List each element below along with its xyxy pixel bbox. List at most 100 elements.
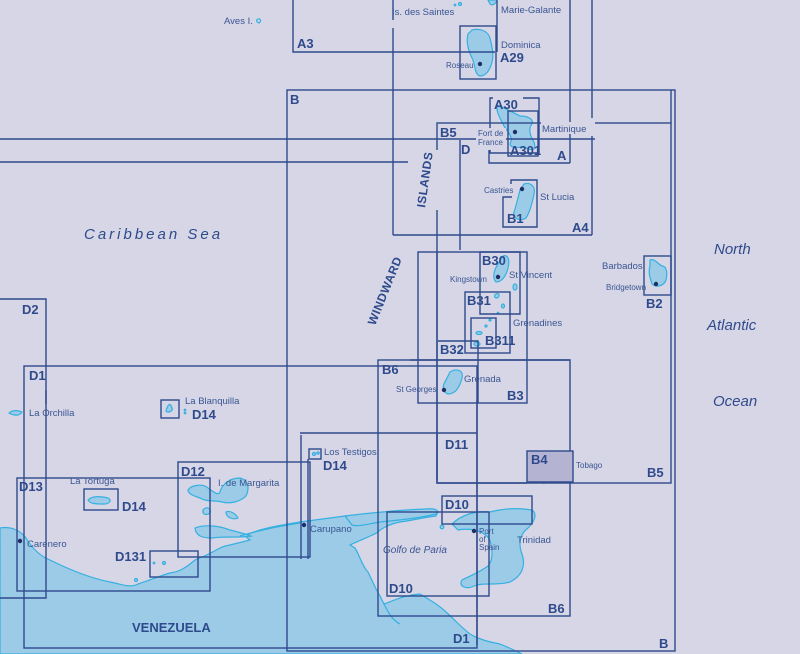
grenada-island — [442, 369, 463, 395]
coche-island — [202, 507, 211, 516]
bequia-island — [494, 292, 500, 299]
france-label: France — [478, 138, 503, 147]
carupano-city-dot — [301, 522, 307, 528]
grenadines-islet — [475, 330, 483, 336]
la-tortuga-island — [87, 496, 111, 505]
spain-label: Spain — [479, 543, 499, 552]
chart-d11-outline — [436, 433, 527, 484]
venezuela-mainland — [0, 510, 523, 654]
bridgetown-label: Bridgetown — [606, 283, 646, 292]
fort-de-france-city-dot — [512, 129, 518, 135]
chart-code-b32[interactable]: B32 — [440, 342, 464, 357]
bridgetown-city-dot — [653, 281, 659, 287]
dominica-island — [466, 28, 494, 77]
barbados-island — [648, 259, 668, 287]
chart-code-d2[interactable]: D2 — [22, 302, 39, 317]
chart-code-b[interactable]: B — [290, 92, 299, 107]
atlantic-label-atlantic: Atlantic — [706, 317, 757, 334]
tobago-label: Tobago — [576, 461, 603, 470]
kingstown-label: Kingstown — [450, 275, 487, 284]
st-georges-city-dot — [441, 387, 447, 393]
atlantic-label-ocean: Ocean — [713, 393, 757, 410]
marie-galante-label: Marie-Galante — [501, 5, 561, 16]
aves-label: Aves I. — [224, 16, 253, 27]
chart-code-d13[interactable]: D13 — [19, 479, 43, 494]
cariaco-coast — [239, 522, 301, 537]
islet — [439, 524, 445, 530]
trinidad-island — [451, 508, 536, 589]
la-blanquilla-island — [165, 403, 173, 413]
chart-code-b4[interactable]: B4 — [531, 452, 548, 467]
chart-code-d11[interactable]: D11 — [445, 437, 468, 452]
chart-b2-outline — [643, 255, 672, 296]
chart-code-b3[interactable]: B3 — [507, 388, 524, 403]
chart-code-a29[interactable]: A29 — [500, 50, 524, 65]
cubagua-island — [225, 510, 239, 520]
chart-b4-outline — [526, 450, 574, 483]
grenadines-islet — [484, 324, 488, 328]
chart-code-d1-top[interactable]: D1 — [29, 368, 46, 383]
islet — [133, 577, 139, 583]
chart-b1-outline — [502, 179, 538, 228]
chart-code-a3[interactable]: A3 — [297, 36, 314, 51]
blanquilla-islet — [183, 408, 187, 412]
chart-code-b5-top[interactable]: B5 — [440, 125, 457, 140]
venezuela-label: VENEZUELA — [132, 620, 211, 635]
chart-d1-outline — [23, 365, 478, 649]
chart-code-d131[interactable]: D131 — [115, 549, 146, 564]
chart-b-outline — [286, 89, 676, 652]
islet — [152, 561, 156, 565]
st-vincent-label: St Vincent — [509, 270, 552, 281]
chart-code-a301[interactable]: A301 — [510, 143, 541, 158]
la-orchilla-label: La Orchilla — [29, 408, 75, 419]
los-testigos-label: Los Testigos — [324, 447, 377, 458]
chart-code-b1[interactable]: B1 — [507, 211, 524, 226]
chart-code-d[interactable]: D — [461, 142, 470, 157]
port-label: Port — [479, 527, 494, 536]
st-lucia-island — [513, 182, 535, 221]
chart-a3-outline — [292, 0, 495, 53]
chart-code-b6-bottom[interactable]: B6 — [548, 601, 565, 616]
grenadines-islet — [458, 350, 462, 354]
castries-city-dot — [519, 186, 525, 192]
grenadines-islet — [500, 303, 506, 309]
chart-a301-outline — [507, 110, 539, 157]
blanquilla-islet — [183, 411, 187, 415]
chart-stvincent-area-outline — [417, 251, 528, 404]
la-tortuga-label: La Tortuga — [70, 476, 115, 487]
chart-code-b2[interactable]: B2 — [646, 296, 663, 311]
dominica-label: Dominica — [501, 40, 541, 51]
chart-code-b5-bottom[interactable]: B5 — [647, 465, 664, 480]
saintes-label: Is. des Saintes — [392, 7, 455, 18]
chart-code-d14-tortuga[interactable]: D14 — [122, 499, 147, 514]
chart-code-d10-top[interactable]: D10 — [445, 497, 469, 512]
chart-code-d12[interactable]: D12 — [181, 464, 205, 479]
chart-a30-outline — [489, 97, 540, 154]
chart-code-b6-top[interactable]: B6 — [382, 362, 399, 377]
chart-code-d14-blanquilla[interactable]: D14 — [192, 407, 217, 422]
chart-d14-testigos-outline — [308, 448, 322, 460]
chart-code-a30[interactable]: A30 — [494, 97, 518, 112]
carupano-label: Carupano — [310, 524, 352, 535]
atlantic-label-north: North — [714, 241, 751, 258]
chart-b32-outline — [438, 340, 479, 403]
chart-code-d14-testigos[interactable]: D14 — [323, 458, 348, 473]
chart-code-b-bottom[interactable]: B — [659, 636, 668, 651]
chart-code-a4[interactable]: A4 — [572, 220, 589, 235]
chart-d14-tortuga-outline — [83, 488, 119, 511]
chart-d10-bottom-outline — [386, 511, 490, 597]
chart-code-a[interactable]: A — [557, 148, 567, 163]
chart-code-d10-bottom[interactable]: D10 — [389, 581, 413, 596]
chart-code-b311[interactable]: B311 — [485, 333, 515, 348]
gulf-of-paria-label: Golfo de Paria — [383, 545, 447, 556]
chart-code-b31[interactable]: B31 — [467, 293, 491, 308]
chart-d2-outline — [0, 298, 47, 599]
chart-code-b30[interactable]: B30 — [482, 253, 506, 268]
chart-code-d1-bottom[interactable]: D1 — [453, 631, 470, 646]
chart-d13-outline — [16, 477, 211, 592]
carenero-city-dot — [17, 538, 23, 544]
grenada-label: Grenada — [464, 374, 502, 385]
islet — [161, 560, 167, 566]
fort-de-label: Fort de — [478, 129, 504, 138]
chart-d10-top-outline — [441, 495, 533, 525]
